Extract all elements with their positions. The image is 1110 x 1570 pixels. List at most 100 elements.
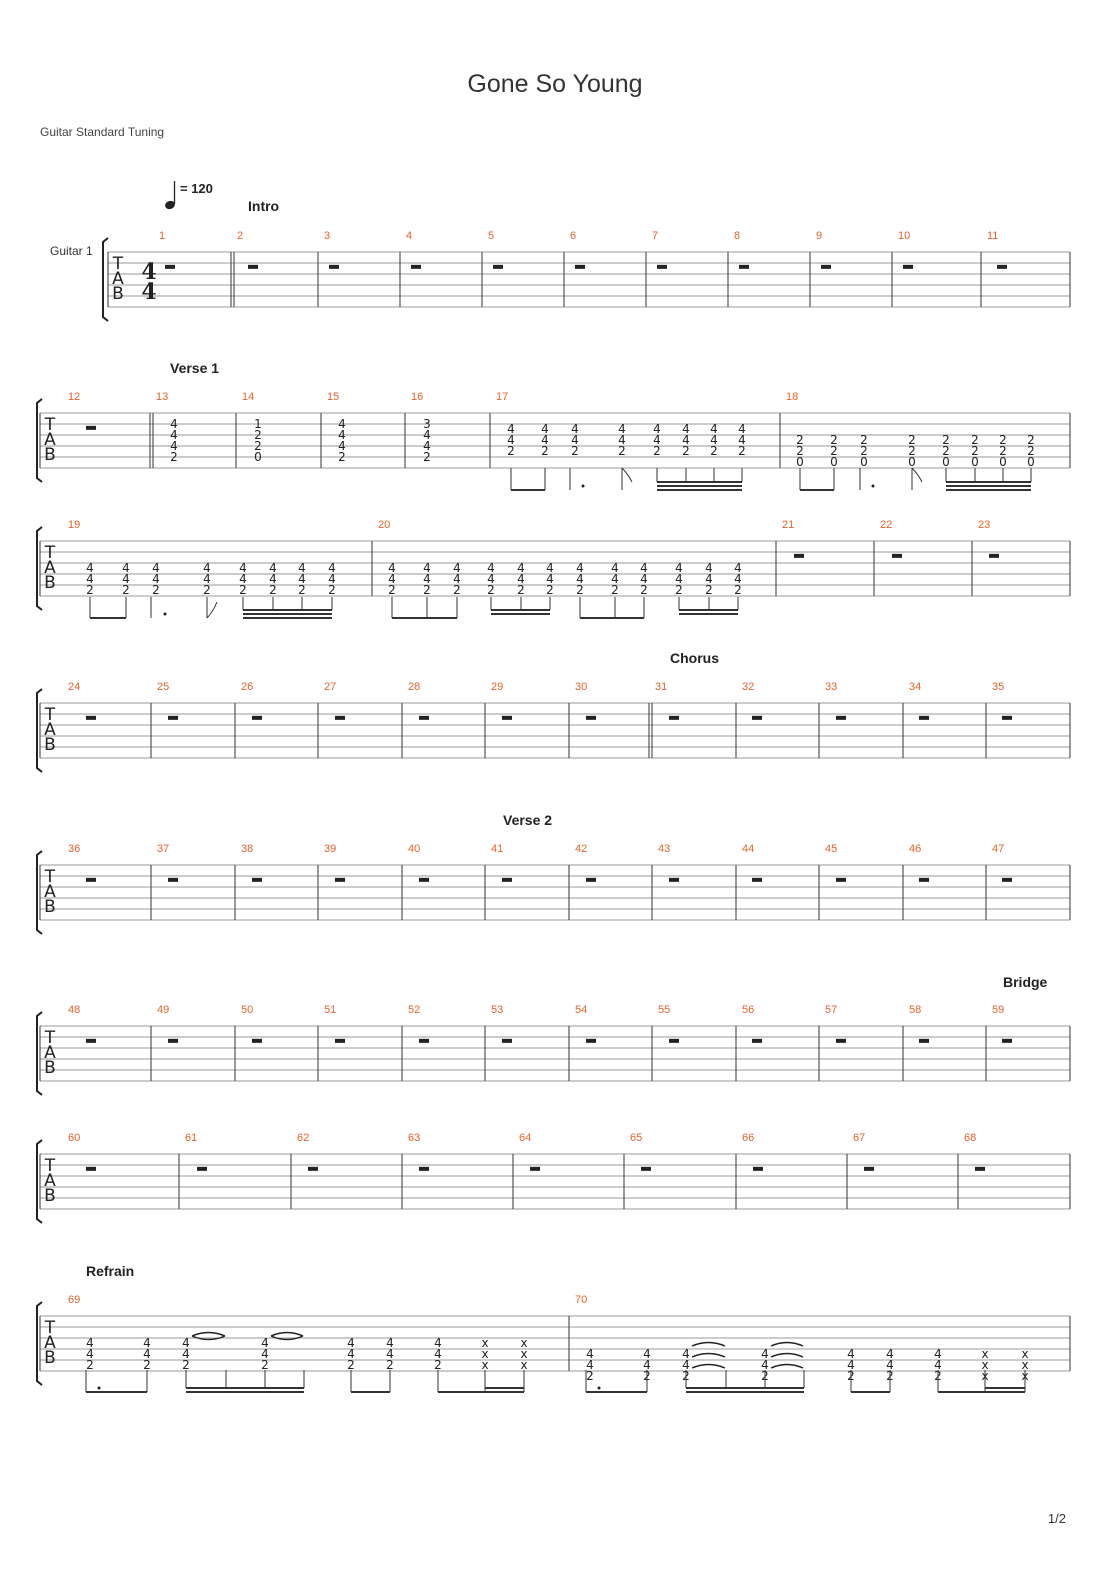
measure-number: 65 xyxy=(630,1132,642,1144)
tie-arc xyxy=(770,1352,804,1358)
chord-fret: 4 xyxy=(618,433,626,447)
measure-number: 69 xyxy=(68,1294,80,1306)
chord-fret: 4 xyxy=(761,1358,769,1372)
rest-mark xyxy=(669,715,679,720)
rest-mark xyxy=(836,1038,846,1043)
tab-clef-letter: A xyxy=(44,430,56,450)
measure-number: 8 xyxy=(734,230,740,242)
chord-fret: 4 xyxy=(182,1347,190,1361)
measure-number: 63 xyxy=(408,1132,420,1144)
chord-fret: 4 xyxy=(517,561,525,575)
chord-fret: 0 xyxy=(942,455,950,469)
chord-fret: 4 xyxy=(423,561,431,575)
rest-mark xyxy=(586,1038,596,1043)
tempo-marking: = 120 xyxy=(180,181,213,196)
rest-mark xyxy=(657,264,667,269)
chord-fret: 2 xyxy=(640,583,648,597)
tab-clef-letter: B xyxy=(44,445,56,465)
section-label: Chorus xyxy=(670,650,719,666)
measure-number: 25 xyxy=(157,681,169,693)
chord-fret: 2 xyxy=(269,583,277,597)
tab-clef-letter: A xyxy=(44,1043,56,1063)
measure-number: 57 xyxy=(825,1004,837,1016)
chord-fret: 2 xyxy=(738,444,746,458)
chord-fret: 4 xyxy=(934,1347,942,1361)
chord-fret: 4 xyxy=(487,561,495,575)
measure-number: 5 xyxy=(488,230,494,242)
measure-number: 53 xyxy=(491,1004,503,1016)
rest-mark xyxy=(669,877,679,882)
measure-number: 35 xyxy=(992,681,1004,693)
flag xyxy=(621,467,633,483)
chord-fret: 2 xyxy=(611,583,619,597)
measure-number: 43 xyxy=(658,843,670,855)
chord-fret: 4 xyxy=(643,1347,651,1361)
chord-fret: 2 xyxy=(152,583,160,597)
chord-fret: 2 xyxy=(705,583,713,597)
measure-number: 47 xyxy=(992,843,1004,855)
measure-number: 36 xyxy=(68,843,80,855)
rest-mark xyxy=(419,877,429,882)
tie-arc xyxy=(270,1331,304,1337)
system-bracket xyxy=(36,1011,43,1096)
muted-note: x xyxy=(981,1358,988,1372)
flag xyxy=(206,601,218,619)
measure-number: 49 xyxy=(157,1004,169,1016)
chord-fret: 2 xyxy=(999,444,1007,458)
tie-arc xyxy=(270,1335,304,1341)
measure-number: 55 xyxy=(658,1004,670,1016)
measure-number: 20 xyxy=(378,519,390,531)
chord-fret: 2 xyxy=(675,583,683,597)
chord-fret: 4 xyxy=(423,428,431,442)
dot xyxy=(163,612,167,616)
measure-number: 50 xyxy=(241,1004,253,1016)
measure-number: 9 xyxy=(816,230,822,242)
muted-note: x xyxy=(1021,1358,1028,1372)
chord-fret: 4 xyxy=(507,422,515,436)
tab-clef-letter: T xyxy=(112,254,124,274)
rest-mark xyxy=(586,877,596,882)
chord-fret: 4 xyxy=(269,572,277,586)
chord-fret: 0 xyxy=(796,455,804,469)
chord-fret: 0 xyxy=(971,455,979,469)
section-label: Verse 2 xyxy=(503,812,552,828)
chord-fret: 4 xyxy=(571,422,579,436)
chord-fret: 4 xyxy=(182,1336,190,1350)
chord-fret: 4 xyxy=(710,433,718,447)
chord-fret: 4 xyxy=(203,561,211,575)
chord-fret: 4 xyxy=(143,1336,151,1350)
dot xyxy=(597,1386,601,1390)
measure-number: 19 xyxy=(68,519,80,531)
rest-mark xyxy=(864,1166,874,1171)
measure-number: 31 xyxy=(655,681,667,693)
rest-mark xyxy=(753,1166,763,1171)
rest-mark xyxy=(752,715,762,720)
rest-mark xyxy=(989,553,999,558)
chord-fret: 4 xyxy=(705,561,713,575)
measure-number: 67 xyxy=(853,1132,865,1144)
chord-fret: 4 xyxy=(675,561,683,575)
chord-fret: 2 xyxy=(261,1358,269,1372)
measure-number: 23 xyxy=(978,519,990,531)
rest-mark xyxy=(308,1166,318,1171)
chord-fret: 2 xyxy=(942,444,950,458)
tab-clef-letter: A xyxy=(44,558,56,578)
chord-fret: 2 xyxy=(254,439,262,453)
rest-mark xyxy=(86,1038,96,1043)
chord-fret: 4 xyxy=(618,422,626,436)
measure-number: 12 xyxy=(68,391,80,403)
chord-fret: 2 xyxy=(653,444,661,458)
rest-mark xyxy=(892,553,902,558)
chord-fret: 2 xyxy=(347,1358,355,1372)
measure-number: 58 xyxy=(909,1004,921,1016)
chord-fret: 2 xyxy=(576,583,584,597)
chord-fret: 4 xyxy=(143,1347,151,1361)
chord-fret: 4 xyxy=(261,1347,269,1361)
chord-fret: 0 xyxy=(830,455,838,469)
tuning-label: Guitar Standard Tuning xyxy=(40,125,165,139)
measure-number: 44 xyxy=(742,843,754,855)
measure-number: 60 xyxy=(68,1132,80,1144)
chord-fret: 4 xyxy=(734,572,742,586)
chord-fret: 2 xyxy=(541,444,549,458)
chord-fret: 2 xyxy=(586,1369,594,1383)
